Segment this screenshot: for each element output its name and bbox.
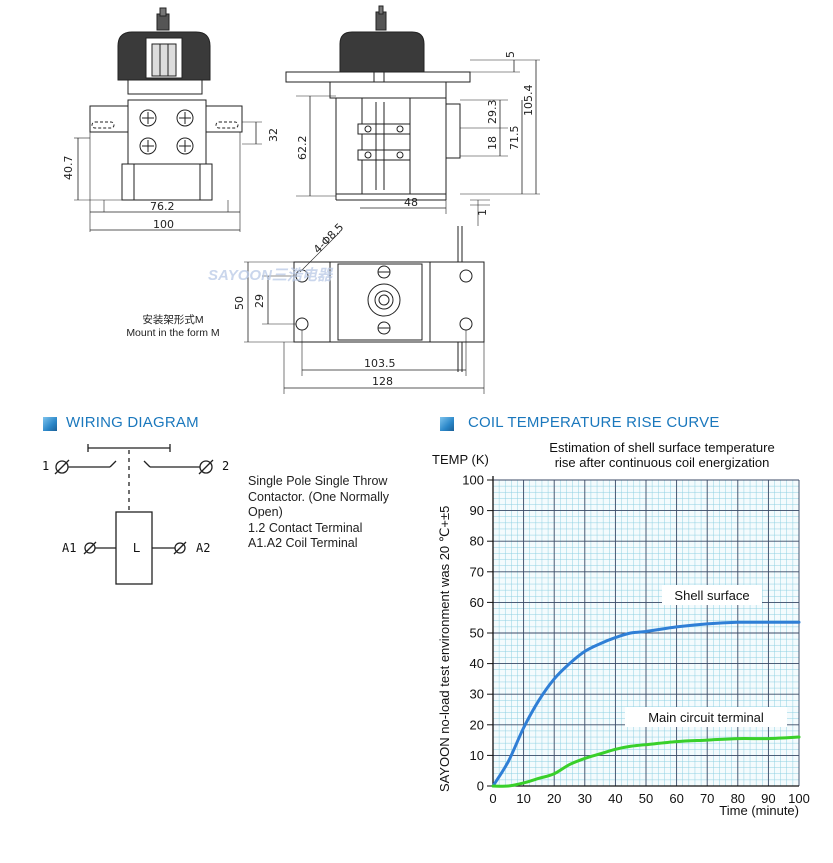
x-tick-label: 80 — [731, 791, 745, 806]
terminal-2-label: 2 — [222, 459, 230, 473]
series-label-text: Shell surface — [674, 588, 749, 603]
curve-section-title: COIL TEMPERATURE RISE CURVE — [468, 414, 720, 431]
mount-caption-cn: 安装架形式M — [142, 314, 204, 326]
dim-128: 128 — [372, 375, 393, 388]
dim-48: 48 — [404, 196, 418, 209]
y-tick-label: 60 — [470, 595, 484, 610]
x-axis-label: Time (minute) — [719, 803, 799, 818]
wiring-description: Single Pole Single Throw Contactor. (One… — [248, 474, 389, 552]
technical-drawing: 76.2 100 40.7 32 — [62, 5, 540, 394]
dim-100: 100 — [153, 218, 174, 231]
dim-1: 1 — [476, 209, 489, 216]
series-label-box — [625, 707, 787, 727]
bottom-view — [244, 226, 485, 394]
dim-5: 5 — [504, 51, 517, 58]
y-tick-label: 30 — [470, 687, 484, 702]
x-tick-label: 20 — [547, 791, 561, 806]
dim-62-2: 62.2 — [296, 136, 309, 161]
x-tick-label: 40 — [608, 791, 622, 806]
terminal-1-label: 1 — [42, 459, 50, 473]
description-line: A1.A2 Coil Terminal — [248, 536, 358, 551]
x-tick-label: 10 — [516, 791, 530, 806]
dim-105-4: 105.4 — [522, 85, 535, 117]
x-tick-label: 50 — [639, 791, 653, 806]
series-label-box — [662, 585, 762, 605]
y-tick-label: 20 — [470, 717, 484, 732]
series-label-main-circuit-terminal: Main circuit terminal — [625, 707, 787, 727]
dim-50: 50 — [233, 296, 246, 310]
x-tick-label: 70 — [700, 791, 714, 806]
y-tick-label: 40 — [470, 656, 484, 671]
dim-76-2: 76.2 — [150, 200, 175, 213]
description-line: Open) — [248, 505, 283, 520]
watermark: SAYOON三浩电器 — [208, 267, 334, 284]
dim-29: 29 — [253, 294, 266, 308]
y-tick-label: 80 — [470, 534, 484, 549]
series-line-shell-surface — [491, 620, 801, 788]
wiring-title: WIRING DIAGRAM — [66, 414, 199, 431]
dim-71-5: 71.5 — [508, 126, 521, 151]
mount-caption-en: Mount in the form M — [126, 327, 220, 339]
y-tick-label: 0 — [477, 779, 484, 794]
dim-29-3: 29.3 — [486, 100, 499, 125]
y-tick-label: 50 — [470, 626, 484, 641]
front-view — [74, 7, 262, 232]
y-axis-label: TEMP (K) — [432, 452, 489, 467]
series-label-shell-surface: Shell surface — [662, 585, 762, 605]
dim-40-7: 40.7 — [62, 156, 75, 181]
environment-note: SAYOON no-load test environment was 20 ℃… — [437, 506, 452, 792]
chart-title: rise after continuous coil energization — [555, 455, 770, 470]
x-tick-label: 90 — [761, 791, 775, 806]
x-tick-label: 30 — [578, 791, 592, 806]
mount-caption: 安装架形式M Mount in the form M — [108, 314, 238, 340]
description-line: Contactor. (One Normally — [248, 489, 390, 504]
series-line-main-circuit-terminal — [491, 735, 801, 788]
y-tick-label: 90 — [470, 503, 484, 518]
x-tick-label: 60 — [669, 791, 683, 806]
dim-holes: 4-Φ8.5 — [311, 221, 346, 256]
coil-a2-label: A2 — [196, 541, 211, 555]
series-label-text: Main circuit terminal — [648, 710, 764, 725]
side-view — [285, 5, 540, 226]
y-tick-label: 10 — [470, 748, 484, 763]
y-tick-label: 70 — [470, 564, 484, 579]
wiring-section-marker — [43, 417, 57, 431]
dim-32: 32 — [267, 128, 280, 142]
y-tick-label: 100 — [462, 473, 484, 488]
description-line: Single Pole Single Throw — [248, 474, 388, 488]
dim-103-5: 103.5 — [364, 357, 396, 370]
description-line: 1.2 Contact Terminal — [248, 520, 363, 535]
x-tick-label: 100 — [788, 791, 810, 806]
x-tick-label: 0 — [489, 791, 496, 806]
coil-a1-label: A1 — [62, 541, 77, 555]
wiring-diagram — [54, 444, 214, 585]
chart-title: Estimation of shell surface temperature — [549, 440, 774, 455]
coil-label: L — [133, 540, 141, 555]
dim-18: 18 — [486, 136, 499, 150]
curve-section-marker — [440, 417, 454, 431]
temperature-rise-chart: 0 10 20 30 40 50 60 70 80 90 100 0 10 20 30 40 50 60 70 80 9… — [432, 440, 810, 818]
